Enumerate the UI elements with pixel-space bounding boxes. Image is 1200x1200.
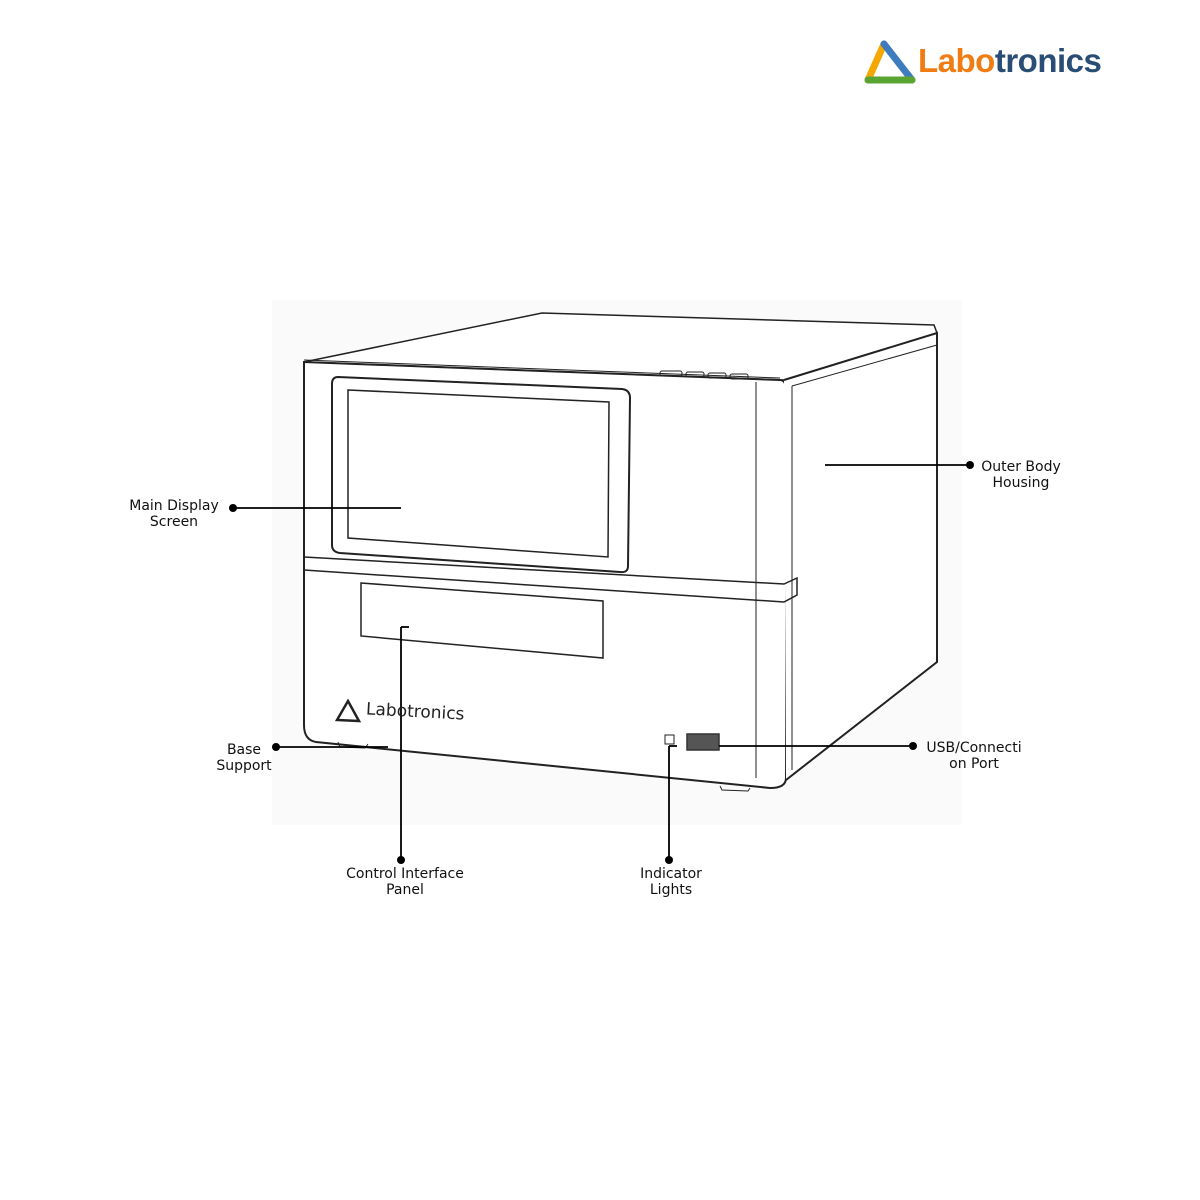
brand-name-part1: Labo (918, 42, 995, 79)
display-bezel (331, 375, 632, 574)
display-screen (347, 389, 610, 558)
control-panel-slot (360, 582, 604, 659)
indicator-light-icon (664, 734, 675, 745)
usb-port-icon (686, 733, 720, 751)
leader-dots (229, 461, 974, 864)
top-buttons (659, 370, 749, 380)
brand-name-part2: tronics (994, 42, 1102, 79)
device-logo-triangle-icon (334, 698, 362, 723)
leader-lines (233, 464, 970, 860)
